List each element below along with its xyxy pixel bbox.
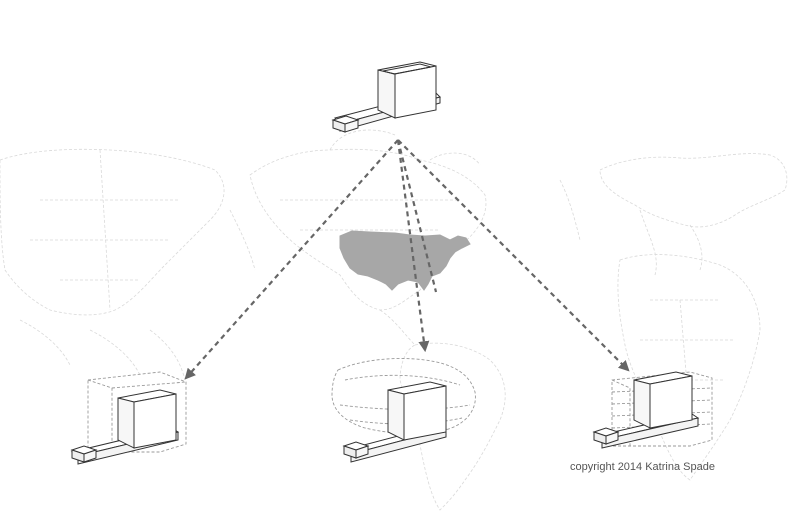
arrow-to-north-america bbox=[396, 139, 438, 293]
usa-highlight bbox=[339, 230, 471, 291]
module-asia bbox=[70, 371, 187, 465]
arrow-to-asia bbox=[184, 139, 399, 380]
distribution-arrows bbox=[184, 139, 630, 380]
arrow-to-europe-africa bbox=[397, 139, 630, 372]
europe-outline bbox=[599, 153, 788, 228]
africa-outline bbox=[617, 254, 761, 481]
module-top bbox=[331, 61, 441, 133]
module-south-america bbox=[331, 358, 476, 463]
copyright-caption: copyright 2014 Katrina Spade bbox=[570, 461, 715, 473]
module-europe-africa bbox=[592, 371, 713, 449]
asia-outline bbox=[0, 148, 225, 316]
